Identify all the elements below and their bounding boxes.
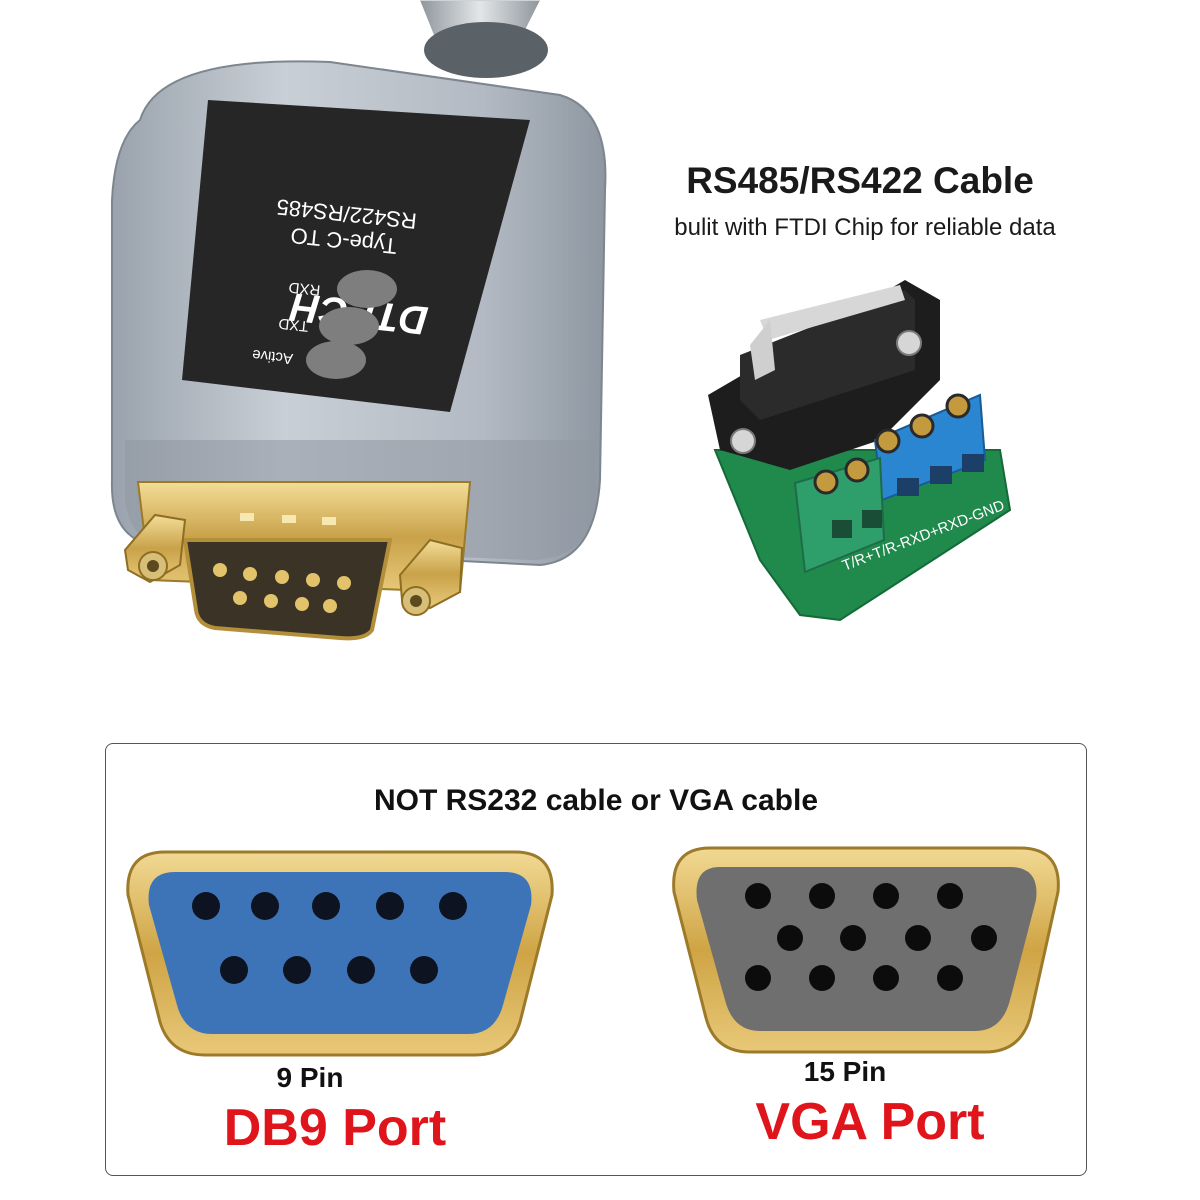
vga-pin-hole [937,883,963,909]
vga-pin-hole [809,965,835,991]
db9-pin-hole [410,956,438,984]
led-txd [319,307,379,345]
comparison-title: NOT RS232 cable or VGA cable [373,784,819,817]
vga-pin-count: 15 Pin [803,1056,887,1087]
vga-pin-hole [873,883,899,909]
db9-pin-hole [251,892,279,920]
led-label-rxd: RXD [288,278,321,298]
product-subtitle: bulit with FTDI Chip for reliable data [674,214,1056,241]
cable [420,0,548,78]
db9-pin-hole [347,956,375,984]
led-rxd [337,270,397,308]
adapter-leds: RXD TXD Active [251,270,397,379]
db9-pin-hole [283,956,311,984]
product-title: RS485/RS422 Cable [686,160,1034,201]
vga-pin-hole [971,925,997,951]
vga-pin-hole [873,965,899,991]
vga-port-image [672,846,1060,1054]
led-label-active: Active [251,346,293,367]
terminal-block-adapter: T/R+T/R-RXD+RXD-GND [708,280,1012,622]
db9-pin-count: 9 Pin [276,1062,344,1093]
led-active [306,341,366,379]
vga-pin-hole [809,883,835,909]
db9-port-label: DB9 Port [223,1099,447,1157]
vga-pin-hole [745,965,771,991]
vga-pin-hole [905,925,931,951]
db9-pin-hole [192,892,220,920]
db9-pin-hole [220,956,248,984]
db9-port-image [126,850,554,1057]
vga-pin-hole [777,925,803,951]
db9-male-connector [123,481,472,641]
db9-pin-hole [376,892,404,920]
vga-pin-hole [745,883,771,909]
db9-pin-hole [312,892,340,920]
vga-pin-hole [840,925,866,951]
db9-pin-hole [439,892,467,920]
led-label-txd: TXD [278,314,310,334]
vga-pin-hole [937,965,963,991]
vga-port-label: VGA Port [755,1093,985,1151]
